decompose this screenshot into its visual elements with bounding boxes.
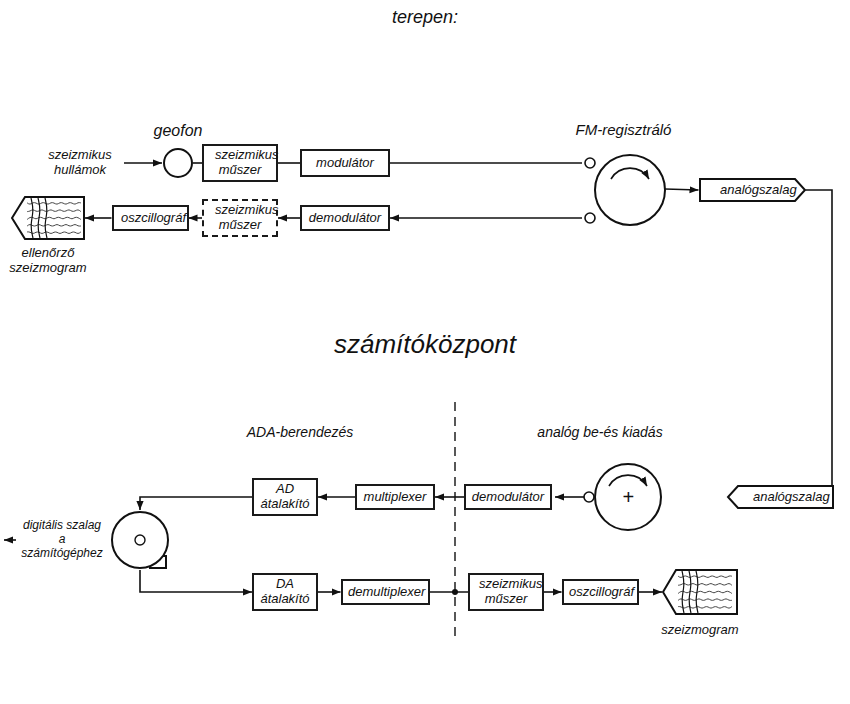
section-heading: számítóközpont — [334, 330, 516, 360]
section-label: ADA-berendezés — [247, 424, 354, 440]
seismogram: ellenőrző szeizmogram — [11, 196, 85, 240]
shape-outline — [163, 148, 193, 178]
wave-label: szeizmikus hullámok — [40, 148, 120, 178]
box-text: analógszalag — [720, 183, 784, 198]
box-text: demodulátor — [309, 211, 381, 226]
process-box: demodulátor — [300, 205, 390, 231]
box-text: szeizmikus műszer — [479, 577, 533, 607]
box-text: demodulátor — [472, 490, 544, 505]
section-divider — [454, 402, 455, 640]
connector — [544, 591, 562, 593]
connector — [430, 591, 469, 593]
shape-label: digitális szalag a számítógéphez — [18, 519, 106, 560]
box-text: multiplexer — [364, 490, 427, 505]
connector — [189, 217, 203, 219]
process-box: DA átalakító — [252, 573, 318, 611]
shape-outline — [11, 196, 85, 240]
digital-tape-reel: digitális szalag a számítógéphez — [110, 510, 170, 570]
tape-box: analógszalag — [699, 178, 806, 202]
box-text: analógszalag — [753, 490, 807, 505]
box-text: modulátor — [316, 156, 374, 171]
process-box: oszcillográf — [112, 205, 189, 231]
connector — [140, 570, 252, 592]
tape-box: analógszalag — [727, 485, 834, 509]
connector — [639, 591, 663, 593]
rotation-arrow — [609, 475, 647, 486]
tape-reel-symbol — [595, 464, 661, 530]
shape-outline — [662, 569, 738, 615]
section-label: analóg be-és kiadás — [537, 424, 662, 440]
connector — [318, 496, 355, 498]
box-text: DA átalakító — [258, 577, 312, 607]
process-box: demultiplexer — [341, 579, 430, 605]
connector — [278, 217, 300, 219]
process-box: szeizmikus műszer — [468, 573, 544, 611]
box-text: szeizmikus műszer — [215, 148, 265, 178]
process-box: AD átalakító — [252, 478, 318, 516]
reel-hub-sign: + — [622, 486, 634, 509]
connector — [390, 217, 582, 219]
output-arrow — [4, 539, 16, 541]
box-text: oszcillográf — [569, 585, 631, 600]
tape-recorder: FM-regisztráló — [582, 150, 665, 228]
wave-arrow — [124, 162, 162, 164]
diagram-title: terepen: — [392, 7, 458, 28]
box-text: AD átalakító — [258, 482, 312, 512]
shape-label: FM-regisztráló — [576, 121, 672, 138]
shape-label: szeizmogram — [661, 623, 738, 638]
connector — [390, 162, 582, 164]
connector — [665, 189, 699, 190]
process-box: multiplexer — [355, 484, 435, 510]
shape-outline — [110, 510, 170, 570]
connector — [318, 591, 341, 593]
connector — [806, 190, 834, 497]
geophone-symbol: geofon — [163, 148, 193, 178]
shape-outline — [582, 150, 665, 228]
box-text: szeizmikus műszer — [215, 203, 265, 233]
connector — [140, 497, 252, 510]
dashed-box: szeizmikus műszer — [202, 199, 278, 237]
connector — [278, 162, 300, 164]
seismogram: szeizmogram — [662, 569, 738, 615]
process-box: demodulátor — [464, 484, 552, 510]
connector — [193, 162, 202, 164]
connector — [85, 217, 112, 219]
shape-label: geofon — [154, 122, 203, 140]
box-text: demultiplexer — [348, 585, 422, 600]
process-box: oszcillográf — [562, 579, 639, 605]
tape-head — [584, 492, 594, 502]
shape-label: ellenőrző szeizmogram — [2, 246, 94, 276]
process-box: modulátor — [300, 149, 390, 177]
process-box: szeizmikus műszer — [202, 144, 278, 182]
box-text: oszcillográf — [121, 211, 179, 226]
signal-wire — [555, 496, 584, 498]
connector — [435, 496, 464, 498]
